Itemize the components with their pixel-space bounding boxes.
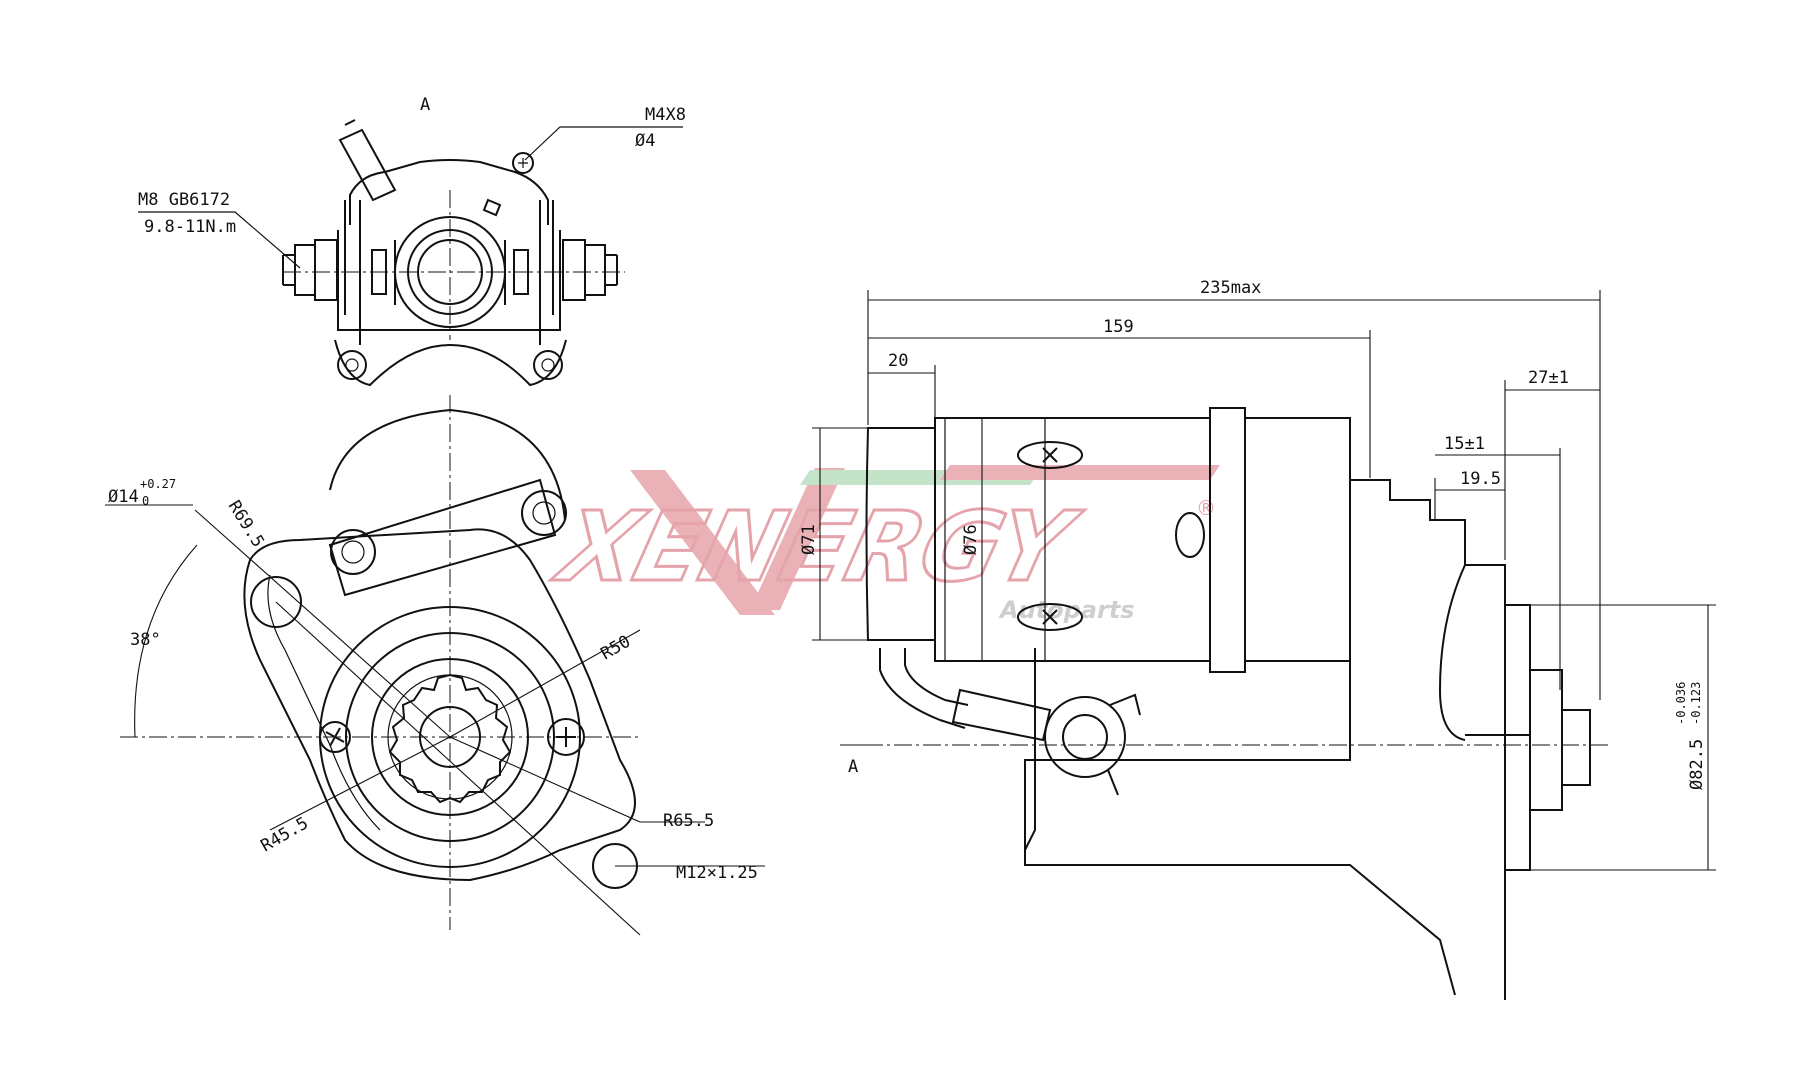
- screw-dia-label: Ø4: [635, 131, 655, 151]
- pinion-offset-label: 15±1: [1444, 434, 1485, 454]
- dia-cap-label: Ø71: [799, 524, 819, 555]
- pinion-width-label: 19.5: [1460, 469, 1501, 489]
- bolt-spec-label: M8 GB6172: [138, 190, 230, 210]
- body-length-label: 159: [1103, 317, 1134, 337]
- pilot-tol-upper: -0.036: [1674, 682, 1688, 725]
- radius-outer-upper-label: R69.5: [224, 497, 268, 551]
- front-view: Ø14 +0.27 0 R69.5 38° R50 R45.5 R65.5 M1…: [105, 395, 765, 936]
- pilot-tol-lower: -0.123: [1689, 682, 1703, 725]
- watermark-tagline: Autoparts: [998, 596, 1135, 624]
- view-label-top: A: [420, 95, 430, 115]
- radius-inner-label: R45.5: [258, 813, 312, 856]
- pilot-dia-label: Ø82.5: [1687, 739, 1707, 790]
- dia-body-label: Ø76: [961, 524, 981, 555]
- cap-length-label: 20: [888, 351, 908, 371]
- watermark-brand: XENERGY: [545, 491, 1090, 602]
- angle-label: 38°: [130, 630, 161, 650]
- hole-dia-label: Ø14: [108, 487, 139, 507]
- top-view: A M8 GB6172: [138, 95, 686, 387]
- overall-length-label: 235max: [1200, 278, 1261, 298]
- radius-outer-lower-label: R65.5: [663, 811, 714, 831]
- hole-tol-lower: 0: [142, 494, 149, 508]
- watermark-registered: ®: [1196, 496, 1216, 520]
- torque-spec-label: 9.8-11N.m: [144, 217, 236, 237]
- hole-tol-upper: +0.27: [140, 477, 176, 491]
- thread-spec-label: M12×1.25: [676, 863, 758, 883]
- view-label-side: A: [848, 757, 858, 777]
- flange-offset-label: 27±1: [1528, 368, 1569, 388]
- screw-spec-label: M4X8: [645, 105, 686, 125]
- watermark-logo: XENERGY Autoparts ®: [543, 465, 1220, 624]
- side-view: A 235max: [799, 278, 1716, 1000]
